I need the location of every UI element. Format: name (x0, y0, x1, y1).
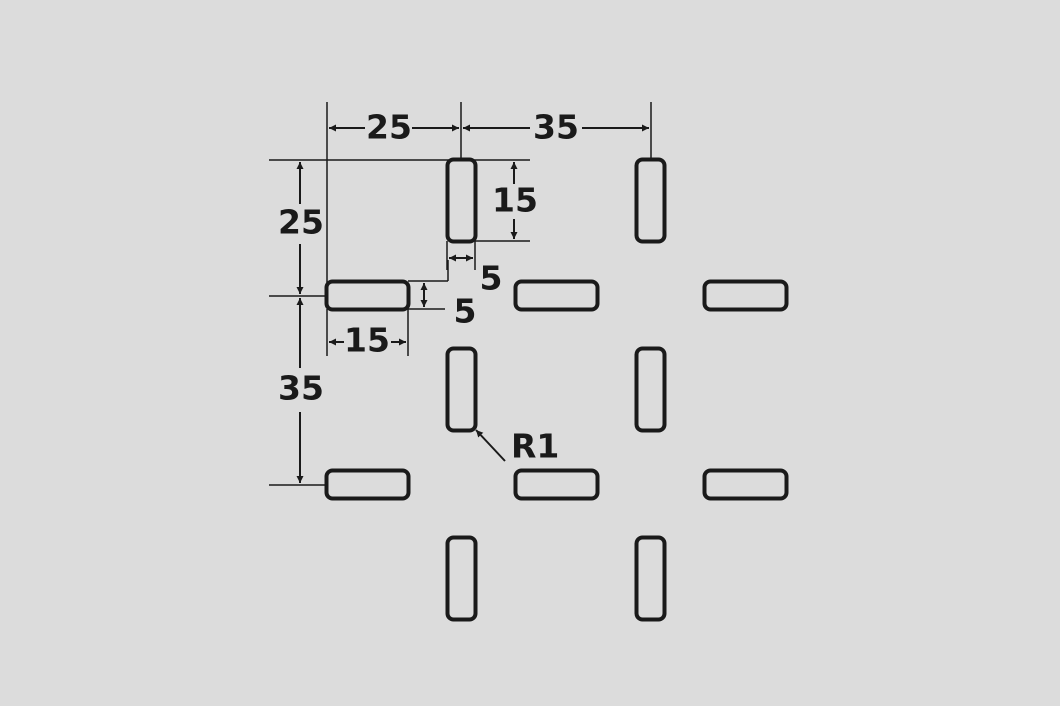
slot-horizontal-4 (324, 468, 411, 501)
slot-vertical-2 (634, 157, 667, 244)
slot-vertical-5 (445, 535, 478, 622)
dimension-labels: 25 35 25 35 15 5 5 15 R1 (278, 108, 579, 466)
dim-label-top-right-width: 35 (533, 108, 579, 147)
slot-vertical-6 (634, 535, 667, 622)
dim-label-corner-radius: R1 (511, 427, 559, 466)
slot-vertical-4 (634, 346, 667, 433)
slot-horizontal-5 (513, 468, 600, 501)
dimension-lines (296, 124, 649, 483)
slot-vertical-3 (445, 346, 478, 433)
slot-horizontal-6 (702, 468, 789, 501)
dim-label-left-top-height: 25 (278, 203, 324, 242)
slot-horizontal-2 (513, 279, 600, 312)
dim-label-slot-length-horizontal: 15 (344, 321, 390, 360)
dim-label-slot-width-horizontal: 5 (454, 292, 477, 331)
extension-lines (269, 102, 652, 486)
slot-vertical-1 (445, 157, 478, 244)
dim-label-top-left-width: 25 (366, 108, 412, 147)
dim-label-left-bottom-height: 35 (278, 369, 324, 408)
slot-horizontal-3 (702, 279, 789, 312)
dim-label-slot-width-vertical: 5 (480, 259, 503, 298)
slot-horizontal-1 (324, 279, 411, 312)
slots (324, 157, 789, 622)
dim-label-slot-length-vertical: 15 (492, 181, 538, 220)
